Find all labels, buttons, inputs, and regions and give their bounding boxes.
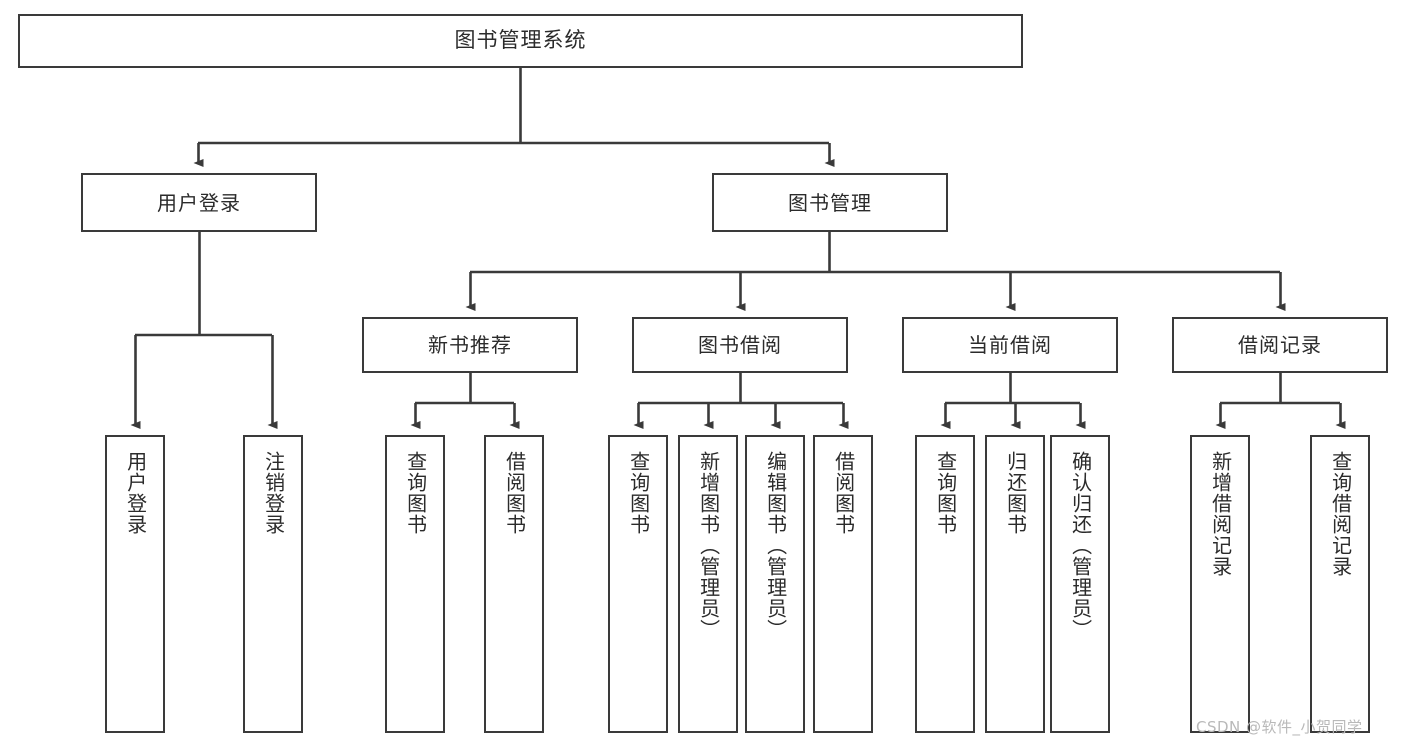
node-label: 图书管理系统 <box>454 28 587 53</box>
node-leaf-edit-book-admin[interactable]: 编辑图书（管理员） <box>745 435 805 733</box>
node-leaf-query-book-1[interactable]: 查询图书 <box>385 435 445 733</box>
node-label: 新增图书（管理员） <box>696 451 721 640</box>
node-label: 查询图书 <box>403 451 428 535</box>
node-leaf-add-borrow-record[interactable]: 新增借阅记录 <box>1190 435 1250 733</box>
node-leaf-query-borrow-record[interactable]: 查询借阅记录 <box>1310 435 1370 733</box>
node-root-system[interactable]: 图书管理系统 <box>18 14 1023 68</box>
node-label: 借阅图书 <box>831 451 856 535</box>
node-leaf-confirm-return-admin[interactable]: 确认归还（管理员） <box>1050 435 1110 733</box>
node-leaf-return-book[interactable]: 归还图书 <box>985 435 1045 733</box>
node-label: 借阅图书 <box>502 451 527 535</box>
node-label: 图书管理 <box>788 190 872 215</box>
node-leaf-borrow-book-1[interactable]: 借阅图书 <box>484 435 544 733</box>
node-label: 新增借阅记录 <box>1208 451 1233 577</box>
node-label: 用户登录 <box>157 190 241 215</box>
node-label: 确认归还（管理员） <box>1068 451 1093 640</box>
node-leaf-user-login[interactable]: 用户登录 <box>105 435 165 733</box>
node-label: 新书推荐 <box>428 333 512 357</box>
node-user-login[interactable]: 用户登录 <box>81 173 317 232</box>
node-label: 注销登录 <box>261 451 286 535</box>
node-leaf-add-book-admin[interactable]: 新增图书（管理员） <box>678 435 738 733</box>
node-label: 编辑图书（管理员） <box>763 451 788 640</box>
node-new-book-recommend[interactable]: 新书推荐 <box>362 317 578 373</box>
node-label: 用户登录 <box>123 451 148 535</box>
node-current-borrow[interactable]: 当前借阅 <box>902 317 1118 373</box>
node-borrow-record[interactable]: 借阅记录 <box>1172 317 1388 373</box>
node-label: 图书借阅 <box>698 333 782 357</box>
node-label: 当前借阅 <box>968 333 1052 357</box>
csdn-watermark: CSDN @软件_小贺同学 <box>1196 718 1363 736</box>
node-leaf-query-book-3[interactable]: 查询图书 <box>915 435 975 733</box>
node-book-manage[interactable]: 图书管理 <box>712 173 948 232</box>
node-leaf-query-book-2[interactable]: 查询图书 <box>608 435 668 733</box>
node-book-borrow[interactable]: 图书借阅 <box>632 317 848 373</box>
node-label: 查询借阅记录 <box>1328 451 1353 577</box>
node-label: 查询图书 <box>933 451 958 535</box>
node-label: 归还图书 <box>1003 451 1028 535</box>
node-leaf-logout-login[interactable]: 注销登录 <box>243 435 303 733</box>
node-label: 借阅记录 <box>1238 333 1322 357</box>
node-label: 查询图书 <box>626 451 651 535</box>
node-leaf-borrow-book-2[interactable]: 借阅图书 <box>813 435 873 733</box>
